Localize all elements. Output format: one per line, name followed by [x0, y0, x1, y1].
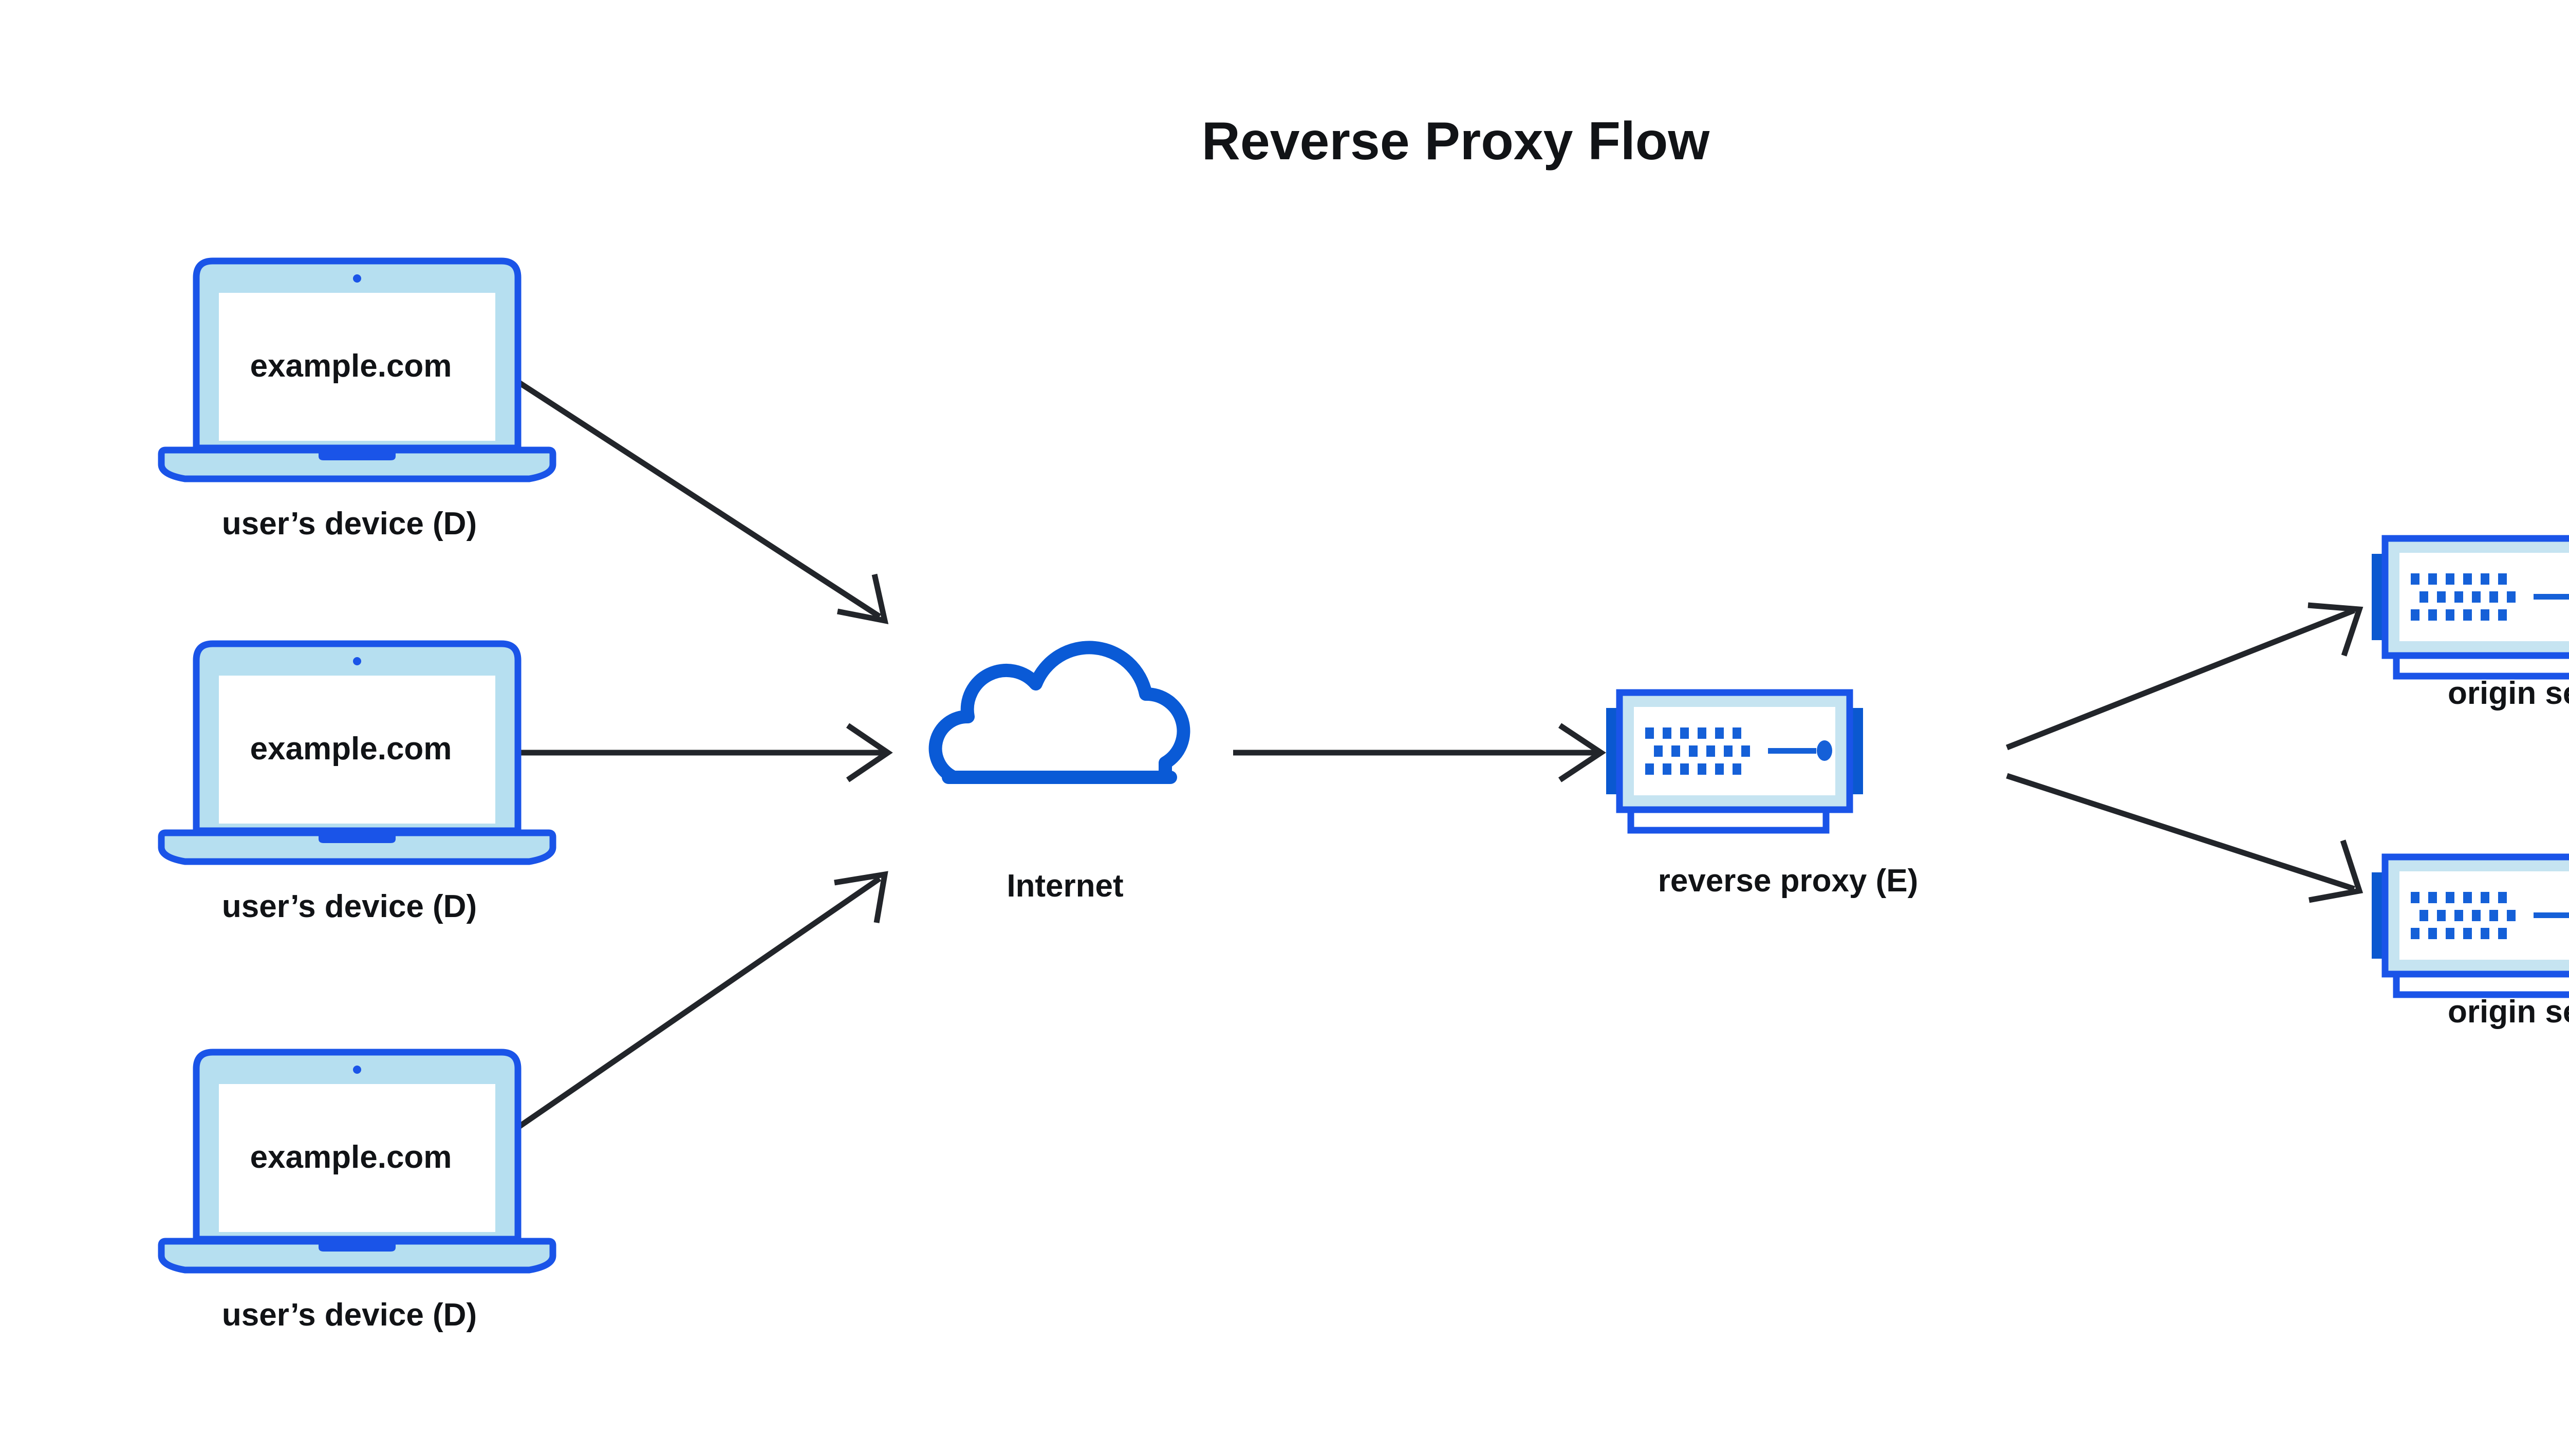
server-icon [2372, 857, 2569, 995]
origin-server-node-bottom[interactable]: origin server (F) [2372, 857, 2569, 1030]
reverse-proxy-node[interactable]: reverse proxy (E) [1606, 693, 1918, 899]
server-icon [1606, 693, 1863, 830]
client-node-top[interactable]: example.com user’s device (D) [161, 261, 553, 542]
internet-label: Internet [1007, 868, 1123, 904]
client-screen-url-middle: example.com [250, 731, 452, 767]
client-node-bottom[interactable]: example.com user’s device (D) [161, 1052, 553, 1333]
flow-internet-to-proxy [1233, 723, 1606, 782]
origin-server-label-top: origin server (F) [2448, 676, 2569, 711]
client-label-top: user’s device (D) [222, 506, 477, 542]
flow-client-middle-to-internet [514, 723, 893, 782]
server-icon [2372, 538, 2569, 676]
client-label-bottom: user’s device (D) [222, 1297, 477, 1333]
cloud-icon [936, 647, 1184, 777]
page-title: Reverse Proxy Flow [1202, 111, 1710, 171]
reverse-proxy-label: reverse proxy (E) [1658, 863, 1919, 899]
flow-client-bottom-to-internet [512, 871, 888, 1133]
flow-proxy-to-origin-bottom [2006, 773, 2363, 903]
origin-server-label-bottom: origin server (F) [2448, 994, 2569, 1030]
flow-arrows-layer [512, 377, 2363, 1133]
client-label-middle: user’s device (D) [222, 889, 477, 924]
flow-client-top-to-internet [512, 377, 889, 625]
internet-node[interactable]: Internet [936, 647, 1184, 904]
client-node-middle[interactable]: example.com user’s device (D) [161, 644, 553, 924]
origin-server-node-top[interactable]: origin server (F) [2372, 538, 2569, 711]
flow-proxy-to-origin-top [2005, 602, 2363, 751]
client-screen-url-top: example.com [250, 348, 452, 384]
client-screen-url-bottom: example.com [250, 1140, 452, 1175]
